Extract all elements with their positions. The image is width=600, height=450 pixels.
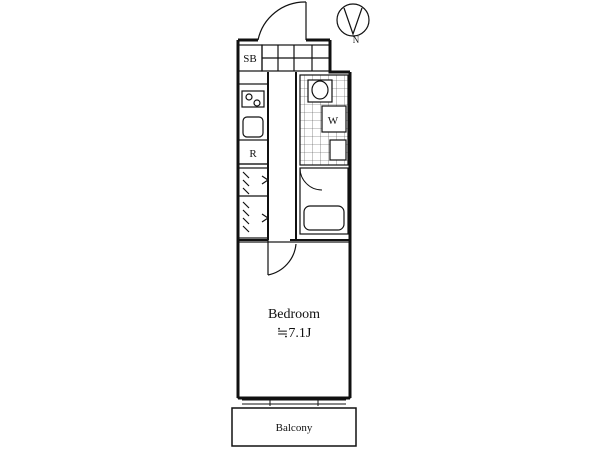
bedroom-label: Bedroom [268,307,320,322]
kitchen-counter [237,83,269,165]
washer-label: W [328,115,339,127]
shoe-box [237,44,331,72]
toilet-room [299,74,349,166]
bedroom-size: ≒7.1J [277,326,312,341]
north-label: N [353,35,360,45]
closet [237,167,270,239]
compass-icon [336,3,370,37]
bedroom-door [267,240,297,276]
bedroom-window [242,398,346,406]
bathtub [299,167,349,235]
balcony-outline [231,407,357,447]
balcony-label: Balcony [276,422,313,434]
refrigerator-label: R [249,148,257,160]
corridor-walls [238,72,350,241]
entrance-door [257,1,307,41]
bathroom-door [299,167,323,191]
shoe-box-label: SB [243,53,256,65]
bedroom-room [237,241,351,399]
